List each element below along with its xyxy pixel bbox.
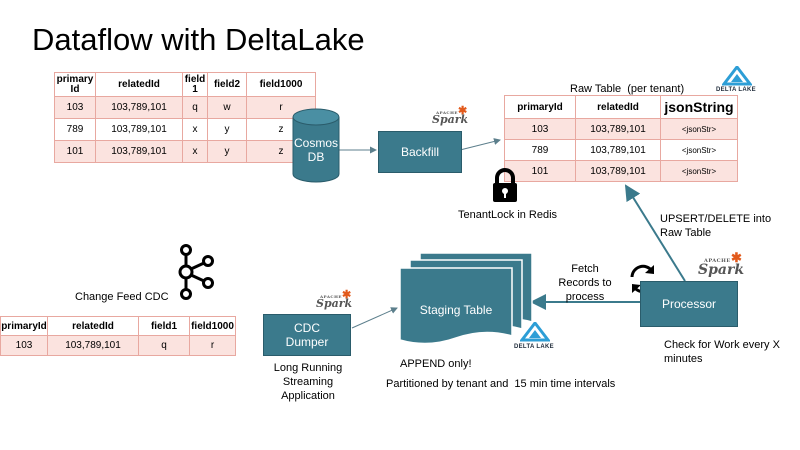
cell: y <box>207 140 247 163</box>
spark-text: Spark <box>432 113 469 126</box>
cell: <jsonStr> <box>660 139 738 161</box>
cosmos-db-label: Cosmos DB <box>293 136 338 164</box>
cell: 103 <box>0 335 48 356</box>
cell: x <box>182 140 208 163</box>
cell: 789 <box>504 139 576 161</box>
tenant-lock-label: TenantLock in Redis <box>458 209 558 221</box>
source-table: primary Id relatedId field 1 field2 fiel… <box>54 72 316 163</box>
cell: 789 <box>54 118 96 141</box>
cell: 103,789,101 <box>575 160 661 182</box>
cell: q <box>138 335 190 356</box>
processor-label: Processor <box>661 297 717 311</box>
delta-lake-icon <box>722 66 752 86</box>
source-row: 789 103,789,101 x y z <box>54 118 316 141</box>
cell: 101 <box>54 140 96 163</box>
cell: 103 <box>54 96 96 119</box>
raw-row: 789 103,789,101 <jsonStr> <box>504 139 738 161</box>
cell: 103,789,101 <box>95 140 183 163</box>
cdc-table: primaryId relatedId field1 field1000 103… <box>0 316 236 356</box>
cdc-dumper-label: CDC Dumper <box>285 321 329 349</box>
processor-node: Processor <box>640 281 738 327</box>
spark-logo-backfill: APACHE Spark ✱ <box>432 104 469 126</box>
arrow-cdc-staging <box>351 307 398 329</box>
spark-logo-cdc: APACHE Spark ✱ <box>316 288 353 310</box>
cell: w <box>207 96 247 119</box>
delta-lake-text: DELTA LAKE <box>716 87 756 93</box>
source-header-cell: field2 <box>207 72 247 97</box>
cdc-row: 103 103,789,101 q r <box>0 335 236 356</box>
source-header-cell: relatedId <box>95 72 183 97</box>
page-title: Dataflow with DeltaLake <box>32 22 365 57</box>
raw-row: 101 103,789,101 <jsonStr> <box>504 160 738 182</box>
source-header-cell: field 1 <box>182 72 208 97</box>
delta-lake-icon <box>520 322 550 342</box>
cell: 103,789,101 <box>47 335 139 356</box>
append-only-label: APPEND only! <box>400 358 472 370</box>
kafka-icon <box>178 244 214 300</box>
backfill-node: Backfill <box>378 131 462 173</box>
apache-text: APACHE <box>704 258 731 264</box>
delta-lake-text: DELTA LAKE <box>514 344 554 350</box>
spark-logo-processor: APACHE Spark ✱ <box>698 251 745 278</box>
cosmos-db-cylinder <box>292 108 340 183</box>
cdc-header-cell: primaryId <box>0 316 48 336</box>
apache-text: APACHE <box>320 294 342 299</box>
cell: 103 <box>504 118 576 140</box>
spark-text: Spark <box>316 297 353 310</box>
raw-header-cell: relatedId <box>575 95 661 119</box>
cdc-header-cell: field1 <box>138 316 190 336</box>
cell: 103,789,101 <box>95 118 183 141</box>
fetch-label: Fetch Records to process <box>558 263 612 303</box>
upsert-label: UPSERT/DELETE into Raw Table <box>660 213 772 239</box>
source-header-cell: primary Id <box>54 72 96 97</box>
cell: q <box>182 96 208 119</box>
change-feed-label: Change Feed CDC <box>75 291 169 303</box>
apache-text: APACHE <box>436 110 458 115</box>
cdc-dumper-node: CDC Dumper <box>263 314 351 356</box>
cell: r <box>189 335 236 356</box>
raw-header-cell: primaryId <box>504 95 576 119</box>
partitioned-label: Partitioned by tenant and 15 min time in… <box>386 378 616 390</box>
cdc-header-cell: field1000 <box>189 316 236 336</box>
cdc-header-cell: relatedId <box>47 316 139 336</box>
arrow-processor-raw <box>624 184 686 282</box>
source-row: 101 103,789,101 x y z <box>54 140 316 163</box>
lock-icon <box>493 168 517 202</box>
long-running-label: Long Running Streaming Application <box>273 362 343 402</box>
cell: x <box>182 118 208 141</box>
check-work-label: Check for Work every X minutes <box>664 339 780 365</box>
staging-table-label: Staging Table <box>419 303 493 317</box>
raw-row: 103 103,789,101 <jsonStr> <box>504 118 738 140</box>
cell: 103,789,101 <box>95 96 183 119</box>
raw-table-caption: Raw Table (per tenant) <box>570 83 685 95</box>
arrow-backfill-raw <box>459 138 501 151</box>
raw-table: primaryId relatedId jsonString 103 103,7… <box>504 95 738 182</box>
cell: 103,789,101 <box>575 139 661 161</box>
raw-header-cell: jsonString <box>660 95 738 119</box>
cell: <jsonStr> <box>660 118 738 140</box>
backfill-label: Backfill <box>400 145 439 159</box>
cell: <jsonStr> <box>660 160 738 182</box>
staging-table-docs <box>399 252 533 344</box>
cell: 101 <box>504 160 576 182</box>
cell: y <box>207 118 247 141</box>
spark-text: Spark <box>698 262 745 278</box>
cell: 103,789,101 <box>575 118 661 140</box>
source-row: 103 103,789,101 q w r <box>54 96 316 119</box>
source-header-cell: field1000 <box>246 72 316 97</box>
